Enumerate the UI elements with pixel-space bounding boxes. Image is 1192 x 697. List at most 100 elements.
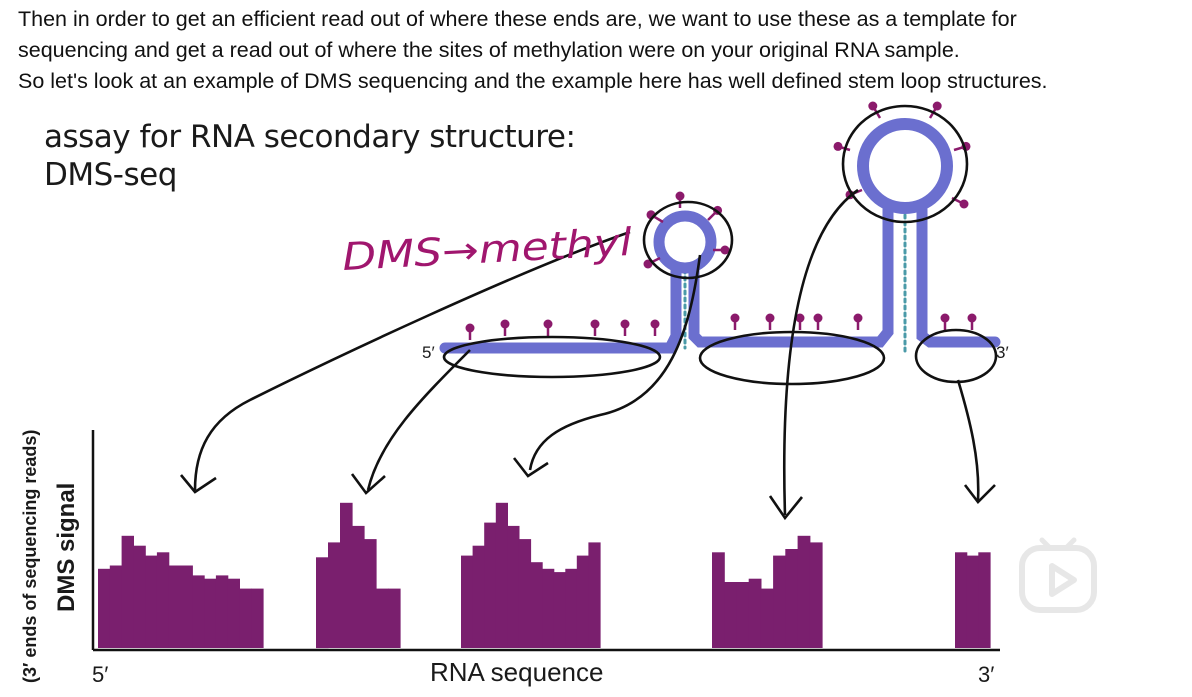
methyl-mark [868, 101, 878, 111]
signal-bar [797, 535, 811, 648]
caption-line-3: So let's look at an example of DMS seque… [18, 69, 1048, 93]
signal-bar [461, 555, 474, 648]
rna-strand-segment-1 [439, 262, 682, 354]
arrow-to-peak-5 [956, 379, 980, 501]
circle-5prime-region [442, 335, 662, 379]
dms-methyl-annotation: DMS→methyl [341, 220, 633, 279]
arrow-to-peak-1 [193, 230, 631, 491]
signal-bar [495, 502, 508, 648]
methyl-mark [813, 313, 823, 323]
signal-bar [966, 555, 979, 648]
signal-bar [736, 582, 750, 648]
signal-bar [553, 572, 566, 648]
signal-bar [484, 522, 497, 648]
signal-bar [251, 588, 264, 648]
methyl-mark [543, 319, 553, 329]
signal-bar [227, 578, 240, 648]
caption-line-1: Then in order to get an efficient read o… [18, 7, 1017, 31]
arrow-to-peak-5-head [963, 484, 996, 504]
signal-bar [204, 578, 217, 648]
signal-bar [145, 555, 158, 648]
signal-bar [388, 588, 401, 648]
methyl-mark [932, 101, 942, 111]
methyl-mark [465, 323, 475, 333]
rna-loop-1 [653, 210, 717, 274]
signal-bar [978, 552, 991, 648]
signal-bar [472, 545, 485, 648]
signal-bar [239, 588, 252, 648]
signal-bar [340, 502, 353, 648]
caption-text: Then in order to get an efficient read o… [18, 4, 1178, 97]
signal-bar [192, 575, 205, 648]
signal-bar [156, 552, 170, 648]
hand-drawn-annotations [179, 104, 998, 521]
caption-line-2: sequencing and get a read out of where t… [18, 38, 960, 62]
signal-bar [588, 542, 601, 648]
rna-strand-segment-2 [688, 204, 894, 348]
methyl-mark [500, 319, 510, 329]
signal-bar [530, 562, 543, 648]
y-axis-inner-label: DMS signal [53, 483, 80, 612]
methyl-mark [720, 245, 730, 255]
rna-5prime-label: 5′ [422, 343, 435, 362]
arrow-to-peak-4-head [768, 495, 804, 521]
methyl-mark [650, 319, 660, 329]
rna-loop-2 [857, 118, 953, 214]
play-logo-icon [1019, 537, 1097, 613]
arrow-to-peak-2 [366, 349, 471, 491]
signal-bar [507, 525, 520, 648]
x-axis-5prime-label: 5′ [92, 662, 108, 687]
methyl-mark [675, 191, 685, 201]
signal-bar [180, 565, 193, 648]
signal-bar [364, 539, 377, 648]
signal-bar [785, 549, 799, 648]
circle-loop-2 [841, 104, 969, 224]
signal-bar [109, 565, 123, 648]
arrow-to-peak-2-head [350, 473, 386, 495]
y-axis-outer-label: (3′ ends of sequencing reads) [20, 430, 40, 683]
signal-bar [773, 555, 786, 648]
signal-bar [712, 552, 725, 648]
arrow-to-peak-3 [528, 254, 702, 471]
signal-bar [724, 582, 737, 648]
signal-bar [809, 542, 823, 648]
methyl-mark [853, 313, 863, 323]
methyl-mark [940, 313, 950, 323]
rna-strand-segment-3 [916, 204, 1001, 348]
methyl-mark [833, 141, 843, 151]
methyl-mark [967, 313, 977, 323]
rna-3prime-label: 3′ [996, 343, 1009, 362]
chart-axes [91, 430, 1000, 652]
circle-loop-1 [642, 200, 734, 280]
signal-bar [352, 525, 365, 648]
x-axis-label: RNA sequence [430, 657, 603, 687]
methyl-mark [590, 319, 600, 329]
signal-bar [576, 555, 589, 648]
methyl-mark [765, 313, 775, 323]
signal-bar [121, 535, 134, 648]
arrow-to-peak-3-head [512, 457, 549, 478]
dms-signal-bars [98, 502, 991, 649]
figure-title-line-2: DMS-seq [44, 157, 177, 193]
signal-bar [760, 588, 774, 648]
arrow-to-peak-4 [782, 188, 859, 516]
arrow-to-peak-1-head [179, 474, 217, 494]
signal-bar [168, 565, 182, 648]
signal-bar [328, 542, 341, 648]
signal-bar [316, 557, 329, 649]
figure-title-line-1: assay for RNA secondary structure: [44, 119, 576, 155]
circle-3prime-region [914, 328, 998, 384]
methyl-mark [959, 199, 969, 209]
signal-bar [542, 568, 555, 648]
figure-title: assay for RNA secondary structure: DMS-s… [44, 118, 576, 194]
methyl-mark [730, 313, 740, 323]
methyl-mark [620, 319, 630, 329]
signal-bar [376, 588, 389, 648]
signal-bar [565, 568, 578, 648]
signal-bar [518, 539, 532, 648]
signal-bar [748, 578, 762, 648]
signal-bar [133, 545, 146, 648]
signal-bar [955, 552, 968, 648]
signal-bar [215, 575, 229, 648]
